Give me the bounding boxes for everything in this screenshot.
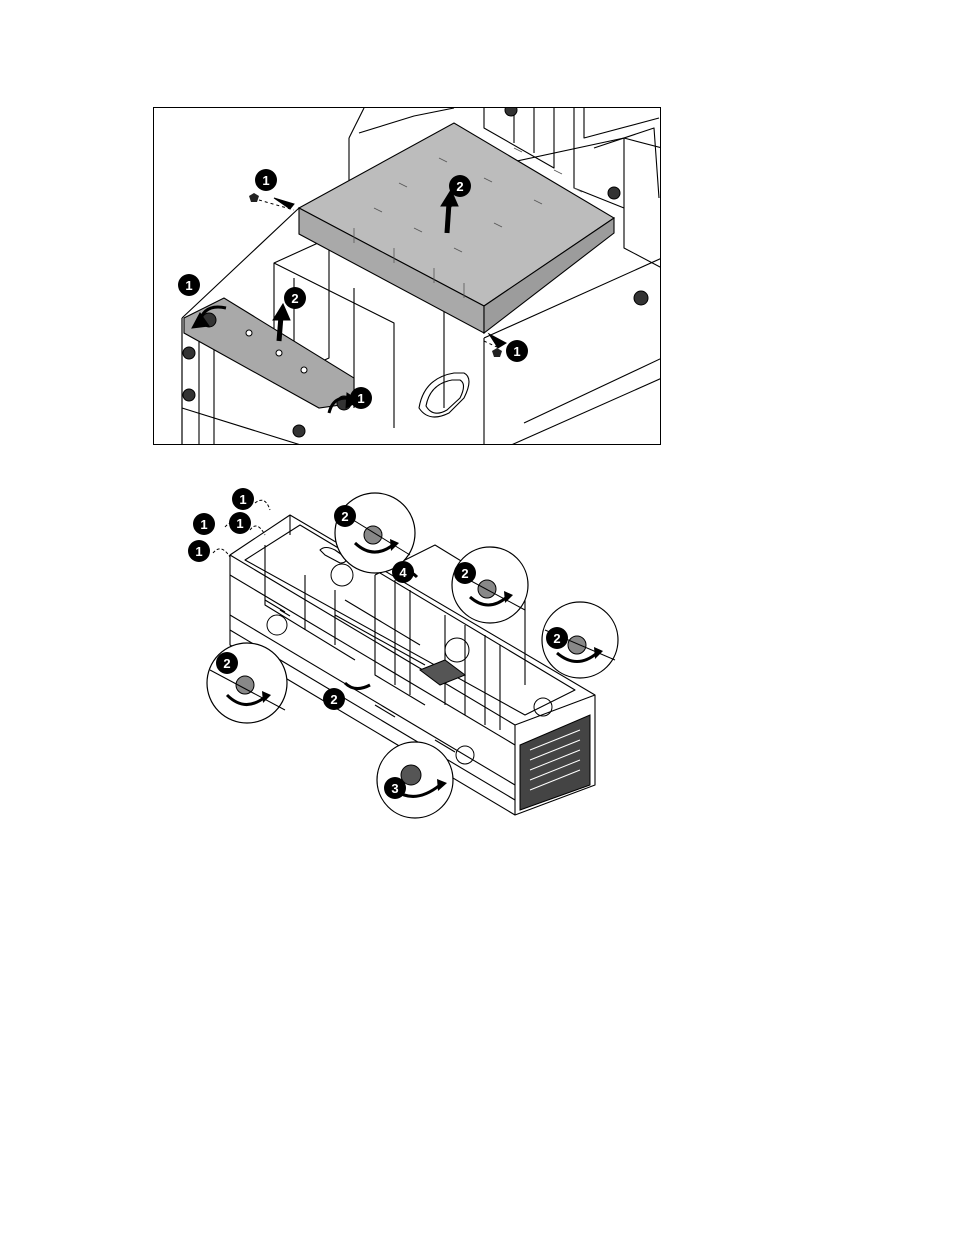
callout-1-a: 1 <box>255 169 277 191</box>
bottom-illustration-svg: 1 1 1 1 2 4 2 2 2 2 3 <box>185 485 625 820</box>
callout-1-c: 1 <box>506 340 528 362</box>
callout-label: 2 <box>461 566 468 581</box>
callout-1-a: 1 <box>232 488 254 510</box>
illustration-remove-air-baffle: 1 2 1 2 1 1 <box>153 107 661 445</box>
callout-2-center: 2 <box>323 688 345 710</box>
callout-1-c: 1 <box>229 512 251 534</box>
callout-label: 2 <box>223 656 230 671</box>
front-panel-line <box>182 408 304 445</box>
chassis-wall-line <box>509 378 661 445</box>
callout-1-d: 1 <box>350 387 372 409</box>
callout-label: 1 <box>357 391 364 406</box>
callout-label: 2 <box>291 291 298 306</box>
callout-label: 2 <box>553 631 560 646</box>
rear-component <box>584 108 659 138</box>
callout-label: 1 <box>185 278 192 293</box>
callout-2-b: 2 <box>284 287 306 309</box>
callout-3: 3 <box>384 777 406 799</box>
handle-slot <box>426 380 464 413</box>
callout-2-right-1: 2 <box>454 562 476 584</box>
callout-2-right-2: 2 <box>546 627 568 649</box>
top-illustration-svg: 1 2 1 2 1 1 <box>154 108 661 445</box>
callout-1-d: 1 <box>188 540 210 562</box>
chassis-wall-line <box>359 108 454 133</box>
chassis-wall-line <box>624 138 661 268</box>
callout-label: 2 <box>341 509 348 524</box>
callout-1-b: 1 <box>193 513 215 535</box>
callout-label: 1 <box>236 516 243 531</box>
callout-label: 2 <box>330 692 337 707</box>
callout-label: 1 <box>262 173 269 188</box>
callout-label: 1 <box>239 492 246 507</box>
callout-label: 1 <box>195 544 202 559</box>
callout-2-left: 2 <box>216 652 238 674</box>
illustration-remove-chassis-screws: 1 1 1 1 2 4 2 2 2 2 3 <box>185 485 625 820</box>
callout-label: 4 <box>399 565 407 580</box>
callout-label: 2 <box>456 179 463 194</box>
chassis-top-edge <box>349 108 364 138</box>
callout-label: 1 <box>200 517 207 532</box>
callout-1-b: 1 <box>178 274 200 296</box>
air-baffle <box>299 123 614 333</box>
callout-2-top: 2 <box>334 505 356 527</box>
callout-label: 1 <box>513 344 520 359</box>
callout-2-a: 2 <box>449 175 471 197</box>
callout-label: 3 <box>391 781 398 796</box>
chassis-wall-line <box>524 358 661 423</box>
callout-4: 4 <box>392 561 414 583</box>
